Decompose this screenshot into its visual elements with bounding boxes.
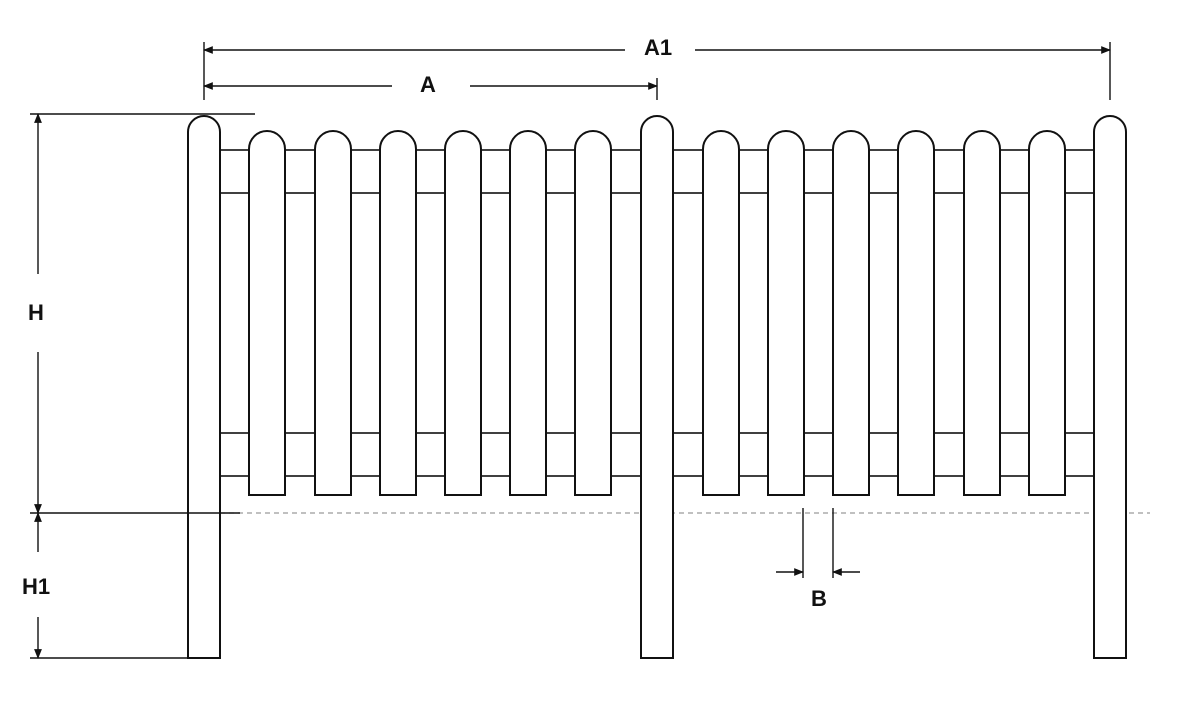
picket-12 bbox=[1028, 130, 1066, 496]
label-b: B bbox=[811, 586, 827, 611]
picket-10 bbox=[897, 130, 935, 496]
picket-6 bbox=[574, 130, 612, 496]
picket-9 bbox=[832, 130, 870, 496]
dimension-h bbox=[30, 113, 255, 514]
dimension-a1 bbox=[203, 42, 1111, 100]
picket-7 bbox=[702, 130, 740, 496]
picket-8 bbox=[767, 130, 805, 496]
dimension-h1 bbox=[30, 512, 188, 659]
picket-3 bbox=[379, 130, 417, 496]
pickets bbox=[248, 130, 1066, 496]
left-post bbox=[187, 115, 221, 659]
picket-1 bbox=[248, 130, 286, 496]
posts bbox=[187, 115, 1127, 659]
picket-2 bbox=[314, 130, 352, 496]
picket-11 bbox=[963, 130, 1001, 496]
picket-5 bbox=[509, 130, 547, 496]
label-h: H bbox=[28, 300, 44, 325]
dimension-b bbox=[776, 508, 860, 578]
middle-post bbox=[640, 115, 674, 659]
label-h1: H1 bbox=[22, 574, 51, 599]
right-post bbox=[1093, 115, 1127, 659]
label-a1: A1 bbox=[644, 35, 673, 60]
picket-4 bbox=[444, 130, 482, 496]
label-a: A bbox=[420, 72, 436, 97]
dimension-a bbox=[203, 78, 658, 100]
